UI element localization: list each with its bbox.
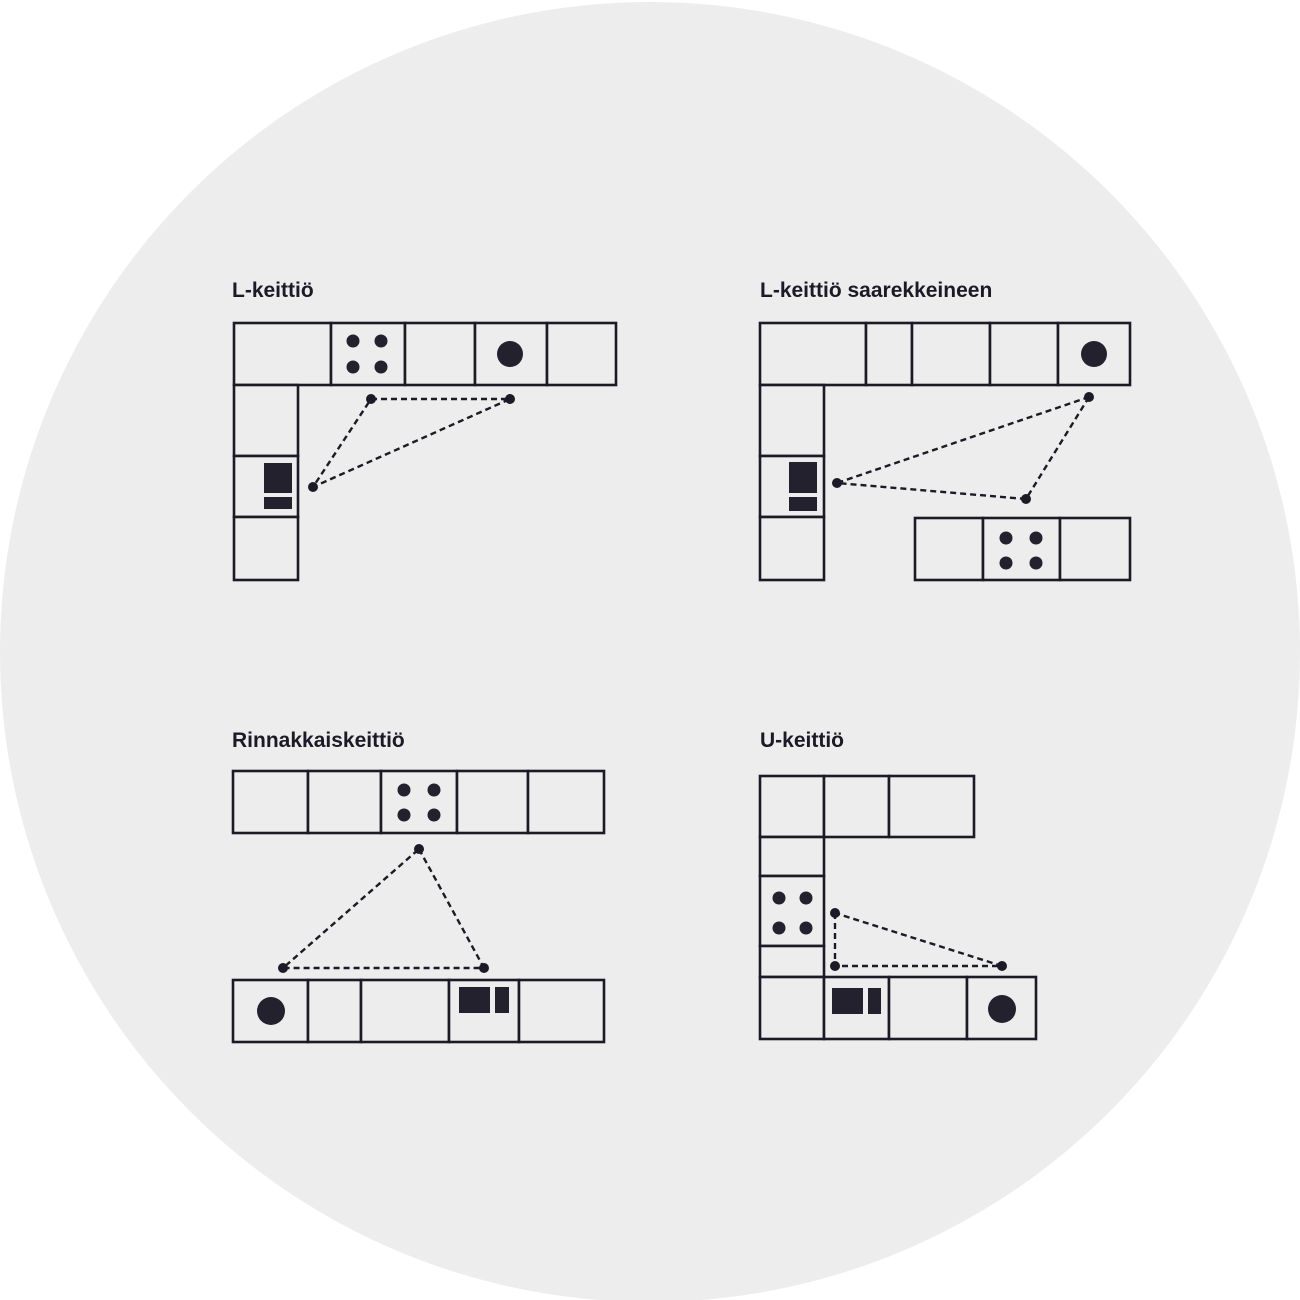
work-triangle-point bbox=[997, 961, 1007, 971]
parallel-kitchen-title: Rinnakkaiskeittiö bbox=[232, 729, 405, 752]
stove-burner-icon bbox=[772, 921, 786, 935]
stove-burner-icon bbox=[1029, 556, 1043, 570]
cabinet-cell bbox=[517, 978, 606, 1044]
stove-burner-icon bbox=[397, 808, 411, 822]
fridge-icon bbox=[789, 497, 817, 511]
l-kitchen-island-layout: L-keittiö saarekkeineen bbox=[758, 279, 1132, 582]
fridge-icon bbox=[264, 497, 292, 509]
cabinet-cell bbox=[758, 774, 826, 839]
fridge-icon bbox=[264, 463, 292, 493]
cabinet-cell bbox=[232, 515, 300, 582]
cabinet-cell bbox=[1058, 516, 1132, 582]
cabinet-cell bbox=[988, 321, 1060, 387]
cabinet-cell bbox=[232, 321, 333, 387]
work-triangle-point bbox=[278, 963, 288, 973]
fridge-icon bbox=[868, 988, 881, 1014]
parallel-kitchen-layout: Rinnakkaiskeittiö bbox=[231, 729, 606, 1044]
work-triangle-point bbox=[830, 961, 840, 971]
stove-burner-icon bbox=[799, 921, 813, 935]
stove-burner-icon bbox=[1029, 531, 1043, 545]
fridge-icon bbox=[459, 987, 490, 1013]
cabinet-cell bbox=[758, 321, 868, 387]
cabinet-cell bbox=[455, 769, 530, 835]
cabinet-cell bbox=[231, 769, 310, 835]
stove-burner-icon bbox=[427, 808, 441, 822]
work-triangle-point bbox=[830, 908, 840, 918]
cabinet-cell bbox=[306, 769, 383, 835]
work-triangle-point bbox=[832, 478, 842, 488]
stove-burner-icon bbox=[374, 360, 388, 374]
cabinet-cell bbox=[864, 321, 914, 387]
work-triangle-point bbox=[479, 963, 489, 973]
fridge-icon bbox=[495, 987, 509, 1013]
stove-burner-icon bbox=[772, 891, 786, 905]
stove-burner-icon bbox=[999, 556, 1013, 570]
stove-burner-icon bbox=[397, 783, 411, 797]
work-triangle-point bbox=[308, 482, 318, 492]
stove-burner-icon bbox=[346, 334, 360, 348]
cabinet-cell bbox=[758, 944, 826, 979]
sink-icon bbox=[257, 997, 285, 1025]
work-triangle-point bbox=[505, 394, 515, 404]
cabinet-cell bbox=[526, 769, 606, 835]
cabinet-cell bbox=[545, 321, 618, 387]
layouts-group: L-keittiö L-keittiö saarekkeineenRinnakka… bbox=[231, 279, 1132, 1044]
l-kitchen-island-title: L-keittiö saarekkeineen bbox=[760, 279, 992, 302]
cabinet-cell bbox=[758, 383, 826, 458]
cabinet-cell bbox=[758, 975, 826, 1041]
cabinet-cell bbox=[981, 516, 1062, 582]
fridge-icon bbox=[832, 988, 863, 1014]
stove-burner-icon bbox=[799, 891, 813, 905]
work-triangle-point bbox=[366, 394, 376, 404]
cabinet-cell bbox=[913, 516, 985, 582]
l-kitchen-title: L-keittiö bbox=[232, 279, 314, 302]
work-triangle-point bbox=[414, 844, 424, 854]
cabinet-cell bbox=[822, 774, 891, 839]
cabinet-cell bbox=[910, 321, 992, 387]
fridge-icon bbox=[789, 462, 817, 493]
cabinet-cell bbox=[232, 383, 300, 458]
cabinet-cell bbox=[887, 774, 976, 839]
sink-icon bbox=[988, 995, 1016, 1023]
u-kitchen-layout: U-keittiö bbox=[758, 729, 1038, 1041]
cabinet-cell bbox=[379, 769, 459, 835]
cabinet-cell bbox=[359, 978, 451, 1044]
cabinet-cell bbox=[758, 874, 826, 948]
cabinet-cell bbox=[306, 978, 363, 1044]
cabinet-cell bbox=[887, 975, 969, 1041]
work-triangle bbox=[836, 394, 1092, 501]
cabinet-cell bbox=[403, 321, 477, 387]
cabinet-cell bbox=[758, 835, 826, 878]
sink-icon bbox=[497, 341, 523, 367]
cabinet-cell bbox=[329, 321, 407, 387]
work-triangle-point bbox=[1021, 494, 1031, 504]
work-triangle-point bbox=[1084, 392, 1094, 402]
stove-burner-icon bbox=[374, 334, 388, 348]
stove-burner-icon bbox=[427, 783, 441, 797]
cabinet-cell bbox=[758, 515, 826, 582]
u-kitchen-title: U-keittiö bbox=[760, 729, 844, 752]
l-kitchen-layout: L-keittiö bbox=[232, 279, 618, 582]
sink-icon bbox=[1081, 341, 1107, 367]
stove-burner-icon bbox=[346, 360, 360, 374]
stove-burner-icon bbox=[999, 531, 1013, 545]
